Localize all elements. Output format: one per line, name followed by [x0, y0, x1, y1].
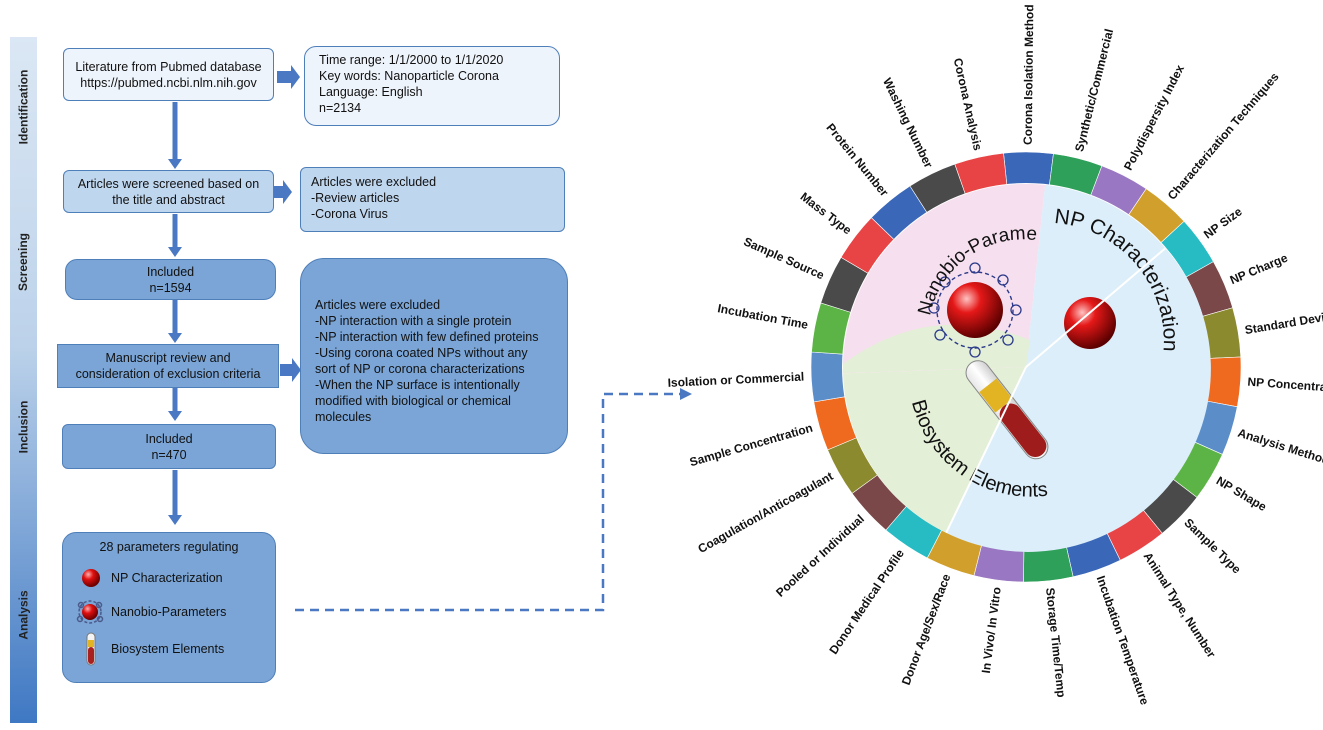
blood-tube-icon — [86, 632, 96, 666]
included-box-1: Included n=1594 — [65, 259, 276, 300]
param-label-sample-type: Sample Type — [1181, 516, 1244, 577]
param-label-isolation-or-commercial: Isolation or Commercial — [667, 370, 804, 390]
protein-corona-ring — [936, 271, 1014, 349]
param-label-donor-medical-profile: Donor Medical Profile — [826, 546, 907, 656]
blood-tube — [965, 360, 1049, 460]
param-label-np-shape: NP Shape — [1214, 473, 1269, 514]
param-label-corona-isolation-method: Corona Isolation Method — [1021, 4, 1037, 145]
criteria-box: Time range: 1/1/2000 to 1/1/2020 Key wor… — [304, 46, 560, 126]
param-label-synthetic-commercial: Synthetic/Commercial — [1072, 27, 1116, 153]
param-label-animal-type-number: Animal Type, Number — [1141, 550, 1219, 661]
legend-biosystem-elements: Biosystem Elements — [81, 631, 224, 667]
param-label-storage-time-temp: Storage Time/Temp — [1043, 587, 1068, 698]
protein-coated-nanoparticle-icon — [76, 600, 104, 624]
coated-nanoparticle — [947, 282, 1003, 338]
param-label-standard-deviation: Standard Deviation — [1244, 306, 1323, 338]
ring-segment-corona-isolation-method — [1003, 151, 1054, 186]
param-label-coagulation-anticoagulant: Coagulation/Anticoagulant — [696, 469, 836, 556]
param-label-donor-age-sex-race: Donor Age/Sex/Race — [899, 572, 954, 687]
parameter-ring — [810, 151, 1242, 583]
arrow-right-2 — [271, 180, 292, 204]
legend-np-characterization: NP Characterization — [79, 567, 223, 589]
param-label-np-concentration: NP Concentration — [1247, 375, 1323, 396]
excluded-box-1: Articles were excluded -Review articles … — [300, 167, 565, 232]
param-label-incubation-temperature: Incubation Temperature — [1094, 574, 1152, 707]
included-box-2: Included n=470 — [62, 424, 276, 469]
np-ball — [1064, 297, 1116, 349]
source-box: Literature from Pubmed database https://… — [63, 48, 274, 101]
param-label-protein-number: Protein Number — [823, 121, 891, 200]
legend-nanobio-parameters: Nanobio-Parameters — [75, 599, 226, 625]
param-label-incubation-time: Incubation Time — [716, 301, 809, 332]
param-label-pooled-or-individual: Pooled or Individual — [773, 512, 867, 600]
arrow-right-1 — [277, 65, 300, 89]
param-label-np-size: NP Size — [1201, 204, 1245, 241]
review-box: Manuscript review and consideration of e… — [57, 344, 279, 388]
sector-np-characterization — [946, 248, 1211, 552]
red-nanoparticle-icon — [82, 569, 100, 587]
param-label-in-vivo-in-vitro: In Vivo/ In Vitro — [979, 586, 1004, 674]
sector-biosystem — [843, 367, 1026, 533]
stage-sidebar: Identification Screening Inclusion Analy… — [10, 37, 37, 723]
param-label-polydispersity-index: Polydispersity Index — [1121, 62, 1187, 172]
param-label-corona-analysis: Corona Analysis — [951, 57, 985, 152]
ring-segment-np-concentration — [1205, 356, 1242, 408]
dashed-connector — [295, 392, 690, 612]
param-label-sample-concentration: Sample Concentration — [688, 421, 814, 470]
analysis-title: 28 parameters regulating — [99, 540, 239, 554]
param-label-mass-type: Mass Type — [798, 189, 855, 237]
arrow-right-3 — [280, 358, 301, 382]
param-label-washing-number: Washing Number — [880, 76, 936, 171]
ring-segment-isolation-or-commercial — [810, 351, 846, 403]
param-label-sample-source: Sample Source — [741, 234, 826, 282]
param-label-analysis-method: Analysis Method — [1236, 426, 1323, 468]
param-label-np-charge: NP Charge — [1228, 251, 1290, 288]
screened-box: Articles were screened based on the titl… — [63, 170, 274, 213]
excluded-box-2: Articles were excluded -NP interaction w… — [300, 258, 568, 454]
param-label-characterization-techniques: Characterization Techniques — [1165, 70, 1282, 203]
analysis-box: 28 parameters regulating NP Characteriza… — [62, 532, 276, 683]
